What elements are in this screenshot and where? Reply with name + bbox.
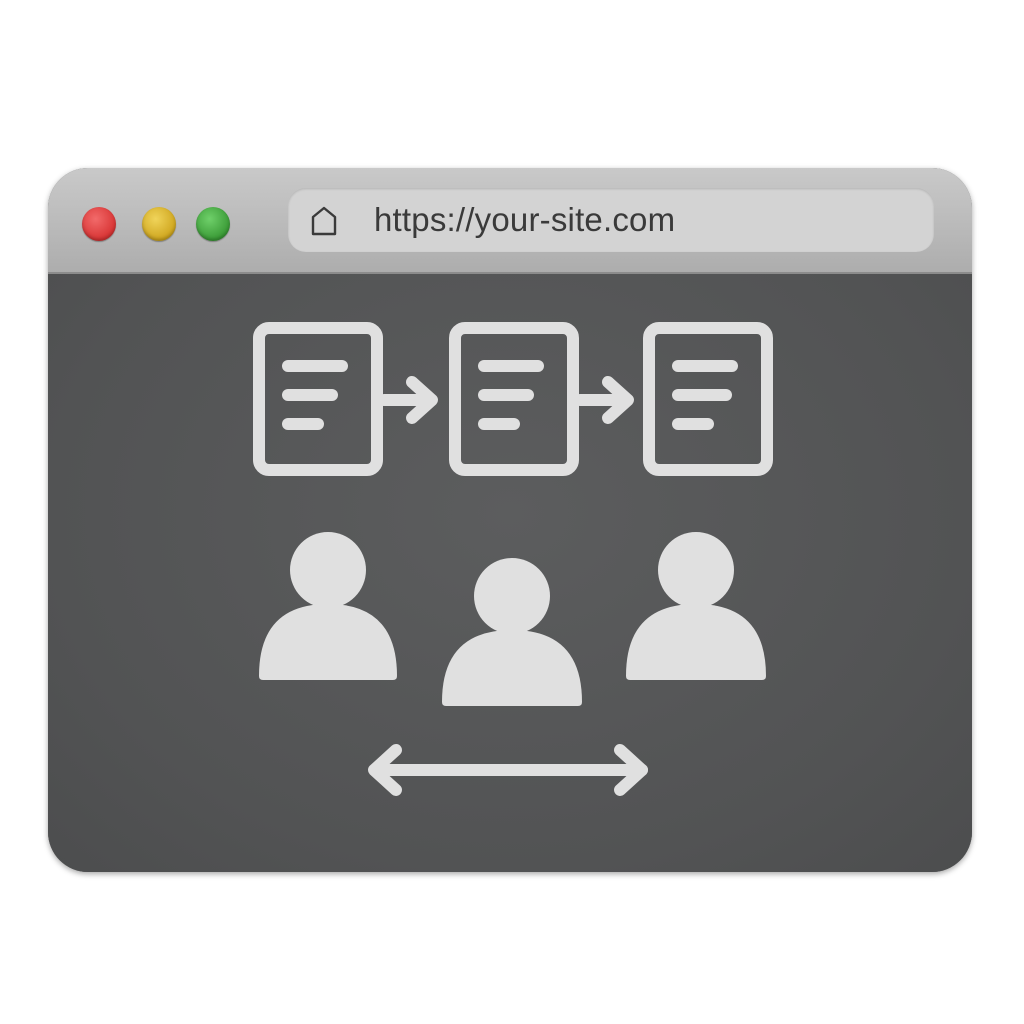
user-icon [626, 532, 766, 680]
document-icon [643, 322, 773, 476]
title-bar: https://your-site.com [48, 168, 972, 274]
document-icon [449, 322, 579, 476]
page-content [48, 274, 972, 872]
workflow-illustration [253, 322, 773, 796]
document-icon [253, 322, 383, 476]
minimize-button[interactable] [142, 207, 176, 241]
url-text[interactable]: https://your-site.com [374, 201, 676, 238]
address-bar[interactable]: https://your-site.com [288, 188, 934, 252]
home-icon [311, 206, 337, 236]
arrow-right-icon [378, 376, 438, 424]
browser-window: https://your-site.com [48, 168, 972, 872]
double-arrow-icon [368, 744, 648, 796]
close-button[interactable] [82, 207, 116, 241]
maximize-button[interactable] [196, 207, 230, 241]
user-icon [442, 558, 582, 706]
arrow-right-icon [574, 376, 634, 424]
user-icon [259, 532, 397, 680]
